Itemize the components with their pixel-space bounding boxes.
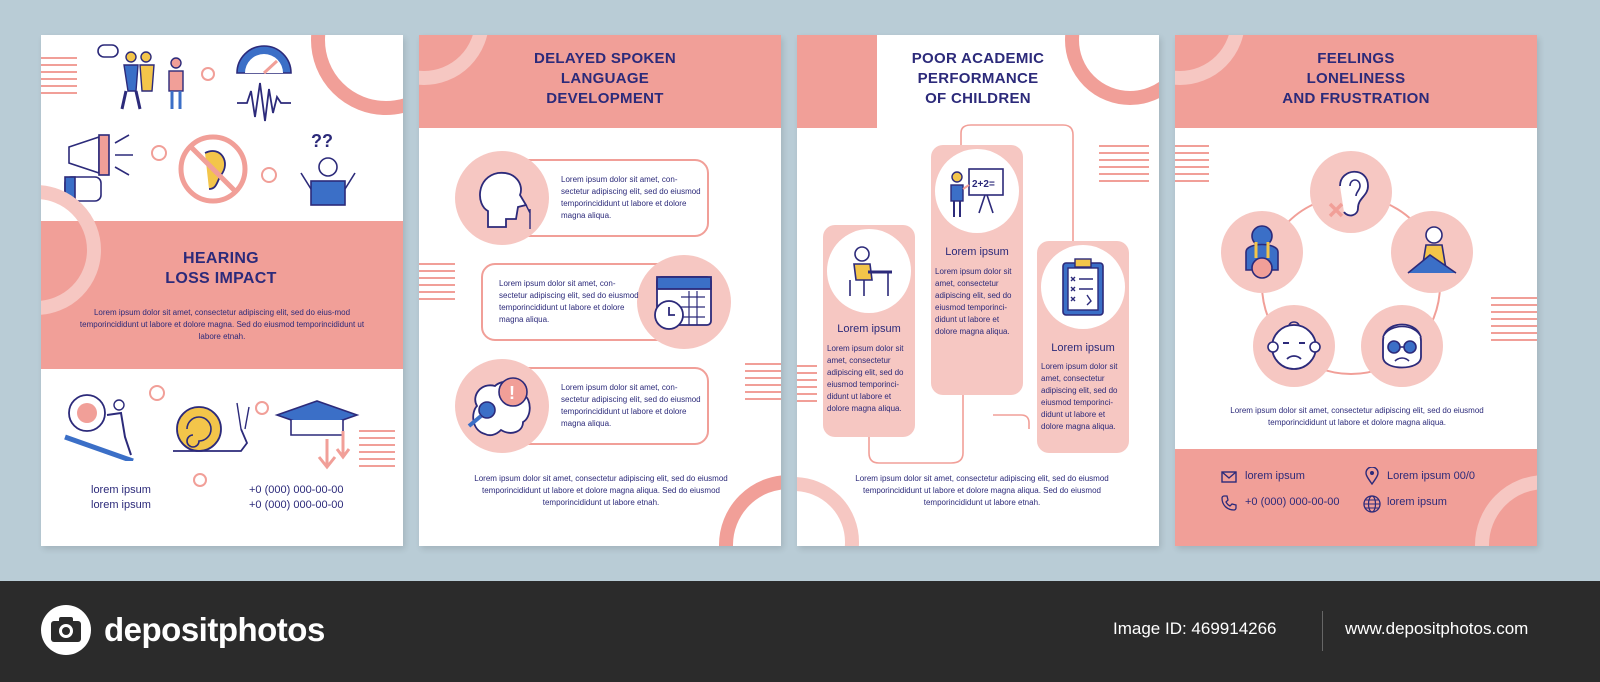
decor-lines <box>41 57 77 99</box>
decor-lines <box>745 363 781 405</box>
brochure-page-academic: POOR ACADEMIC PERFORMANCE OF CHILDREN Lo… <box>797 35 1159 546</box>
decor-lines <box>1491 297 1537 346</box>
body-text: Lorem ipsum dolor sit amet, consectetur … <box>79 308 365 341</box>
calendar-clock-icon <box>637 255 731 349</box>
page-title: HEARING LOSS IMPACT <box>165 250 277 287</box>
brochure-page-delayed-language: DELAYED SPOKEN LANGUAGE DEVELOPMENT Lore… <box>419 35 781 546</box>
boulder-push-icon <box>63 391 137 461</box>
decor-dot <box>149 385 165 401</box>
no-hearing-icon <box>177 133 249 205</box>
ear-cross-icon <box>1310 151 1392 233</box>
header-corner <box>797 35 877 128</box>
card-2-text: Lorem ipsum dolor sit amet, consectetur … <box>935 267 1012 336</box>
title-band <box>41 221 403 369</box>
decor-arc <box>311 35 403 115</box>
snail-icon <box>167 399 251 459</box>
contact-left: lorem ipsum lorem ipsum <box>91 484 151 511</box>
decor-lines <box>1099 145 1149 187</box>
camera-logo-icon <box>40 604 92 656</box>
megaphone-icon <box>63 133 143 209</box>
info-text-3: Lorem ipsum dolor sit amet, con-sectetur… <box>561 383 701 428</box>
svg-text:2+2=: 2+2= <box>972 179 995 190</box>
svg-text:??: ?? <box>311 131 333 151</box>
card-3-text: Lorem ipsum dolor sit amet, consectetur … <box>1041 362 1118 431</box>
decor-lines <box>1175 145 1209 187</box>
page-title: DELAYED SPOKEN LANGUAGE DEVELOPMENT <box>533 50 676 107</box>
people-talking-icon <box>96 43 196 113</box>
card-1-text: Lorem ipsum dolor sit amet, consectetur … <box>827 344 904 413</box>
sound-meter-icon <box>233 43 295 123</box>
connector-lines <box>797 35 1159 546</box>
elderly-person-icon <box>1361 305 1443 387</box>
decor-lines <box>419 263 455 305</box>
svg-text:!: ! <box>509 383 515 403</box>
decor-dot <box>193 473 207 487</box>
contact-right: +0 (000) 000-00-00 +0 (000) 000-00-00 <box>249 484 344 511</box>
teacher-board-icon: 2+2= <box>935 149 1019 233</box>
sad-sitting-person-icon <box>1391 211 1473 293</box>
contact-location: Lorem ipsum 00/0 <box>1387 470 1476 482</box>
brand-name: depositphotos <box>104 611 325 648</box>
phone-icon <box>1221 495 1237 511</box>
brain-alert-icon: ! <box>455 359 549 453</box>
stock-footer-bar: depositphotos Image ID: 469914266 www.de… <box>0 581 1600 682</box>
decor-dot <box>261 167 277 183</box>
info-text-2: Lorem ipsum dolor sit amet, con-sectetur… <box>499 279 639 324</box>
speaking-head-icon <box>455 151 549 245</box>
decor-lines <box>797 365 817 407</box>
page-title: FEELINGS LONELINESS AND FRUSTRATION <box>1282 50 1430 107</box>
decor-lines <box>359 430 395 472</box>
brand-logo[interactable]: depositphotos <box>40 604 325 656</box>
info-text-1: Lorem ipsum dolor sit amet, con-sectetur… <box>561 175 701 220</box>
location-icon <box>1365 467 1379 485</box>
site-link[interactable]: www.depositphotos.com <box>1345 619 1529 638</box>
card-3-heading: Lorem ipsum <box>1051 342 1115 354</box>
decor-dot <box>201 67 215 81</box>
footer-text: Lorem ipsum dolor sit amet, consectetur … <box>474 474 728 507</box>
decor-dot <box>151 145 167 161</box>
footer-divider <box>1322 611 1323 651</box>
page-title: POOR ACADEMIC PERFORMANCE OF CHILDREN <box>911 50 1045 107</box>
card-1-heading: Lorem ipsum <box>837 323 901 335</box>
contact-email: lorem ipsum <box>1245 470 1305 482</box>
student-desk-icon <box>827 229 911 313</box>
brochure-page-loneliness: FEELINGS LONELINESS AND FRUSTRATION <box>1175 35 1537 546</box>
contact-phone: +0 (000) 000-00-00 <box>1245 496 1340 508</box>
decor-dot <box>255 401 269 415</box>
mail-icon <box>1221 471 1237 483</box>
globe-icon <box>1363 495 1381 513</box>
confused-person-icon: ?? <box>293 129 363 209</box>
card-2-heading: Lorem ipsum <box>945 246 1009 258</box>
footer-text: Lorem ipsum dolor sit amet, consectetur … <box>855 474 1109 507</box>
test-checklist-icon <box>1041 245 1125 329</box>
crying-person-icon <box>1221 211 1303 293</box>
graduation-cap-icon <box>273 399 363 475</box>
contact-web: lorem ipsum <box>1387 496 1447 508</box>
brochure-page-hearing-loss: ?? HEARING LOSS IMPACT Lorem ipsum dolor… <box>41 35 403 546</box>
crying-baby-icon <box>1253 305 1335 387</box>
body-text: Lorem ipsum dolor sit amet, consectetur … <box>1230 406 1484 427</box>
image-id: Image ID: 469914266 <box>1113 619 1277 638</box>
